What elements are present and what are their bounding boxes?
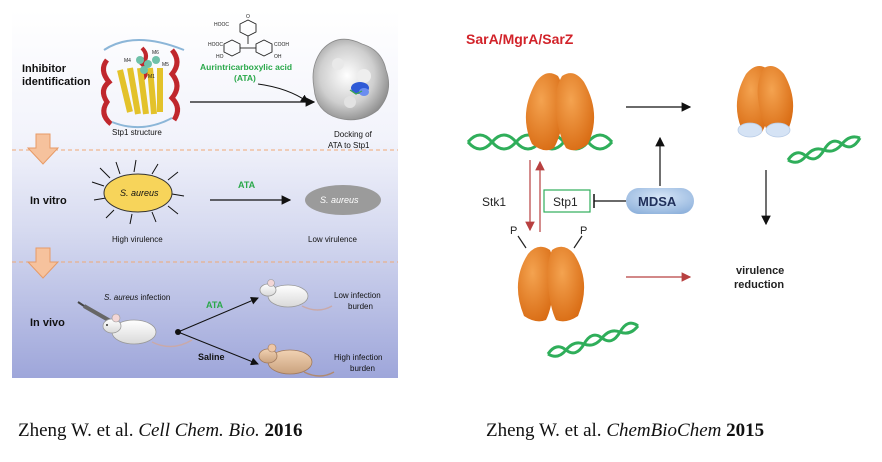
chem-group-6: OH [274, 54, 282, 60]
stk1-label: Stk1 [482, 195, 506, 209]
docking-image [312, 38, 390, 121]
infection-caption: S. aureus infection [104, 293, 170, 302]
stp1-label: Stp1 [553, 195, 578, 209]
mdsa-label: MDSA [638, 194, 677, 209]
stp1-structure-caption: Stp1 structure [112, 128, 162, 137]
in-vivo-saline-label: Saline [198, 352, 225, 362]
right-citation-author: Zheng W. et al. [486, 420, 607, 441]
compound-to-docking-arrow [257, 83, 309, 103]
row1-label-line2: identification [22, 76, 91, 88]
white-mouse-infected [102, 313, 193, 348]
protein-family-title: SarA/MgrA/SarZ [466, 31, 574, 47]
row2-label: In vitro [30, 195, 67, 207]
low-infection-line1: Low infection [334, 291, 381, 300]
residue-label-4: M1 [148, 74, 155, 80]
high-virulence-caption: High virulence [112, 235, 163, 244]
phospho-mark-right: P [580, 225, 587, 237]
tan-mouse-saline [258, 343, 335, 377]
left-citation-journal: Cell Chem. Bio. [138, 420, 260, 441]
sara-dimer-inhibited [736, 66, 794, 138]
outcome-line2: reduction [734, 279, 784, 291]
stp1-structure-image: M4 M6 M5 M1 [101, 39, 185, 129]
outcome-line1: virulence [736, 265, 784, 277]
phospho-mark-left: P [510, 225, 517, 237]
chem-group-2: O [246, 14, 250, 20]
mdsa-pill [626, 188, 694, 214]
left-citation-year: 2016 [264, 420, 303, 441]
in-vitro-ata-label: ATA [238, 180, 256, 190]
right-figure-panel: SarA/MgrA/SarZ MDSA [452, 10, 872, 380]
compound-abbr: (ATA) [234, 73, 256, 83]
sara-dimer-phosphorylated [517, 235, 585, 322]
right-citation: Zheng W. et al. ChemBioChem 2015 [486, 420, 764, 442]
high-virulence-bacterium [91, 159, 185, 225]
infection-text: infection [138, 293, 170, 302]
high-infection-line2: burden [350, 364, 375, 373]
bacteria-left-label: S. aureus [120, 188, 159, 198]
step-arrow-1 [26, 133, 60, 165]
in-vivo-ata-label: ATA [206, 300, 224, 310]
residue-label-2: M6 [152, 50, 159, 56]
white-mouse-treated [259, 279, 333, 311]
dna-helix-released [786, 135, 862, 164]
chem-group-3: HOOC [208, 42, 223, 48]
dna-helix-bottom [546, 321, 640, 358]
docking-caption-line2: ATA to Stp1 [328, 141, 370, 150]
sara-dimer-bound [525, 73, 595, 151]
row1-label-line1: Inhibitor [22, 63, 67, 75]
right-citation-journal: ChemBioChem [606, 420, 722, 441]
right-figure-svg: SarA/MgrA/SarZ MDSA [466, 31, 862, 358]
stp1-box [543, 189, 591, 213]
chem-group-1: HOOC [214, 22, 229, 28]
infection-species: S. aureus [104, 293, 138, 302]
docking-caption-line1: Docking of [334, 130, 373, 139]
ata-chemical-structure [223, 19, 273, 57]
low-virulence-caption: Low virulence [308, 235, 357, 244]
high-infection-line1: High infection [334, 353, 382, 362]
right-citation-year: 2015 [726, 420, 765, 441]
chem-group-5: HO [216, 54, 224, 60]
low-infection-line2: burden [348, 302, 373, 311]
residue-label-3: M5 [162, 62, 169, 68]
step-arrow-2 [26, 247, 60, 279]
row3-label: In vivo [30, 317, 65, 329]
saline-treatment-arrow [177, 331, 259, 366]
low-virulence-bacterium [305, 185, 381, 215]
residue-label-1: M4 [124, 58, 131, 64]
chem-group-4: COOH [274, 42, 289, 48]
bacteria-right-label: S. aureus [320, 195, 359, 205]
left-citation-author: Zheng W. et al. [18, 420, 139, 441]
left-citation: Zheng W. et al. Cell Chem. Bio. 2016 [18, 420, 302, 442]
ata-treatment-arrow [177, 297, 259, 333]
compound-name: Aurintricarboxylic acid [200, 62, 292, 72]
